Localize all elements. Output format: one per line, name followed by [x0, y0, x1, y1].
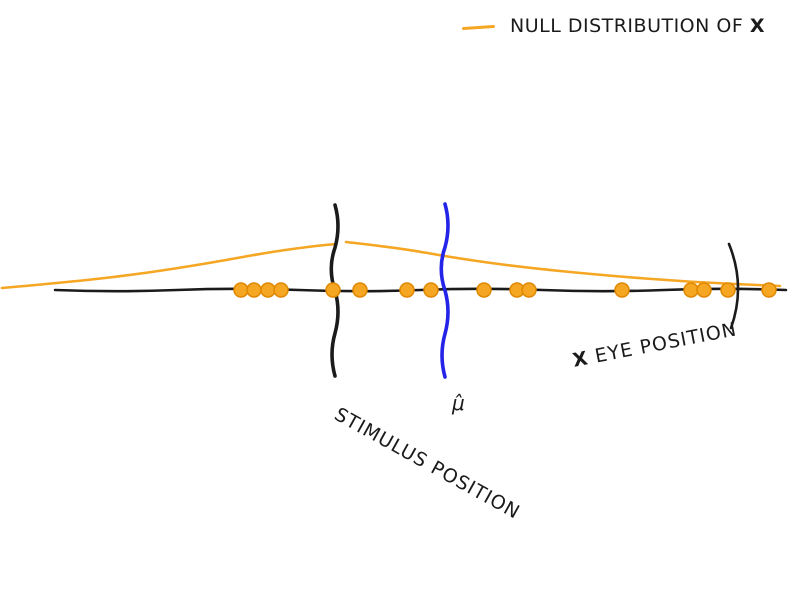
- eye-variable-marker: X: [570, 347, 591, 372]
- null-distribution-curve-left: [0, 242, 338, 290]
- right-bracket: [727, 242, 740, 330]
- eye-position-dot: [233, 282, 249, 298]
- legend-variable: X: [749, 15, 765, 37]
- eye-position-dot: [423, 282, 439, 298]
- eye-position-dot: [325, 282, 341, 298]
- eye-position-dot: [614, 282, 630, 298]
- eye-position-dot: [476, 282, 492, 298]
- eye-position-dot: [352, 282, 368, 298]
- eye-position-dot: [696, 282, 712, 298]
- eye-position-dot: [399, 282, 415, 298]
- null-distribution-curve-right: [344, 240, 782, 288]
- legend: NULL DISTRIBUTION OF X: [510, 15, 765, 37]
- position-axis: [53, 287, 788, 293]
- eye-position-dot: [683, 282, 699, 298]
- eye-position-dot: [273, 282, 289, 298]
- legend-label: NULL DISTRIBUTION OF: [510, 15, 750, 37]
- eye-position-dot: [246, 282, 262, 298]
- eye-position-dot: [521, 282, 537, 298]
- mu-estimate-line: [439, 202, 450, 379]
- eye-position-dot: [720, 282, 736, 298]
- eye-position-dot: [260, 282, 276, 298]
- mu-hat-label: μ̂: [452, 391, 465, 415]
- eye-position-dot: [761, 282, 777, 298]
